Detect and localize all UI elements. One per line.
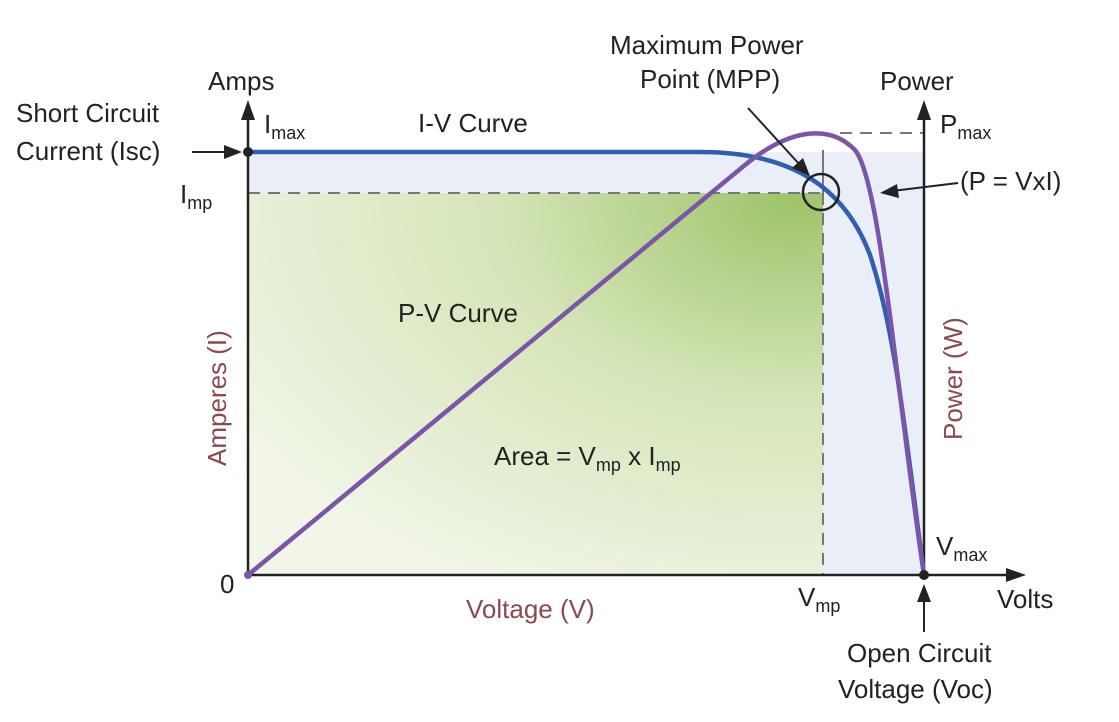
power-axis-title: Power (W) bbox=[938, 317, 968, 440]
imp-label: Imp bbox=[180, 179, 212, 213]
mpp-circle bbox=[801, 172, 841, 212]
volts-label: Volts bbox=[997, 584, 1053, 614]
mpp-pointer-head bbox=[792, 158, 810, 176]
imax-label: Imax bbox=[264, 109, 305, 143]
voc-label-line1: Open Circuit bbox=[847, 638, 992, 668]
pvxi-label: (P = VxI) bbox=[960, 166, 1061, 196]
pvxi-pointer-line bbox=[891, 182, 959, 192]
voc-label-line2: Voltage (Voc) bbox=[838, 674, 993, 704]
voc-pointer-head bbox=[917, 584, 931, 602]
pointer-arrows bbox=[192, 107, 959, 632]
area-formula: Area = Vmp x Imp bbox=[494, 441, 681, 475]
max-power-area bbox=[248, 193, 823, 575]
power-axis-arrow bbox=[917, 100, 931, 120]
isc-pointer-head bbox=[224, 145, 242, 159]
isc-label-line1: Short Circuit bbox=[16, 98, 160, 128]
pmax-label: Pmax bbox=[940, 109, 991, 143]
axes bbox=[246, 112, 1010, 577]
dashed-guides bbox=[248, 132, 924, 575]
pvxi-pointer-head bbox=[880, 184, 899, 198]
voltage-axis-title: Voltage (V) bbox=[466, 594, 595, 624]
current-axis-arrow bbox=[241, 100, 255, 120]
vmp-label: Vmp bbox=[798, 582, 840, 616]
mpp-label-line2: Point (MPP) bbox=[640, 64, 780, 94]
origin-point bbox=[244, 571, 252, 579]
voc-point bbox=[919, 570, 929, 580]
amperes-axis-title: Amperes (I) bbox=[202, 330, 232, 466]
mpp-pointer-line bbox=[747, 107, 801, 166]
iv-curve-label: I-V Curve bbox=[418, 108, 528, 138]
power-label: Power bbox=[880, 66, 954, 96]
voltage-axis-arrow bbox=[1006, 568, 1026, 582]
isc-point bbox=[243, 147, 253, 157]
pv-curve-label: P-V Curve bbox=[398, 298, 518, 328]
amps-label: Amps bbox=[208, 66, 274, 96]
origin-label: 0 bbox=[220, 569, 234, 599]
isc-label-line2: Current (Isc) bbox=[16, 136, 160, 166]
mpp-label-line1: Maximum Power bbox=[610, 30, 804, 60]
pv-curve-line bbox=[246, 131, 927, 577]
vmax-label: Vmax bbox=[936, 531, 987, 565]
